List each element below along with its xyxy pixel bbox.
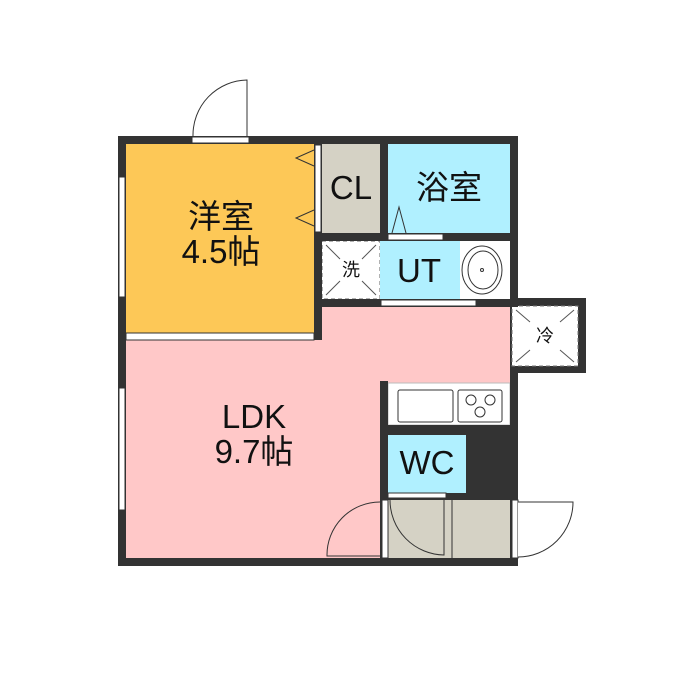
toilet-label: WC <box>399 444 455 481</box>
bath-fill <box>388 144 510 233</box>
stove-icon <box>457 389 503 423</box>
western-room-size: 4.5帖 <box>181 232 261 270</box>
entrance-door-swing <box>517 501 574 558</box>
ldk-label: LDK 9.7帖 <box>126 398 382 470</box>
west-window <box>118 176 126 298</box>
closet-label: CL <box>329 169 373 206</box>
western-room-name: 洋室 <box>188 198 254 235</box>
kitchen-sink-icon <box>397 389 454 423</box>
entrance-fill <box>388 500 510 558</box>
ldk-name: LDK <box>221 398 287 435</box>
western-room-fill <box>126 144 316 334</box>
ldk-fill <box>126 307 510 558</box>
ldk-size: 9.7帖 <box>214 432 294 470</box>
western-room-label: 洋室 4.5帖 <box>126 198 316 270</box>
washer-label: 洗 <box>342 260 360 280</box>
wc-fill <box>388 435 466 493</box>
top-door-opening <box>191 136 250 144</box>
closet-door <box>314 144 322 233</box>
washbasin-icon <box>461 245 503 295</box>
washer-cross <box>325 244 377 296</box>
closet-fill <box>322 144 380 233</box>
top-door-swing <box>192 79 248 137</box>
bath-door <box>387 233 444 241</box>
western-sliding-door <box>125 332 315 341</box>
entrance-inner-door-swing <box>389 499 445 556</box>
ldk-window <box>118 387 126 511</box>
ldk-door-swing <box>326 501 381 557</box>
bath-label: 浴室 <box>416 169 482 206</box>
fridge-label: 冷 <box>536 326 554 346</box>
utility-label: UT <box>397 252 441 289</box>
ut-sliding-door <box>380 299 477 307</box>
